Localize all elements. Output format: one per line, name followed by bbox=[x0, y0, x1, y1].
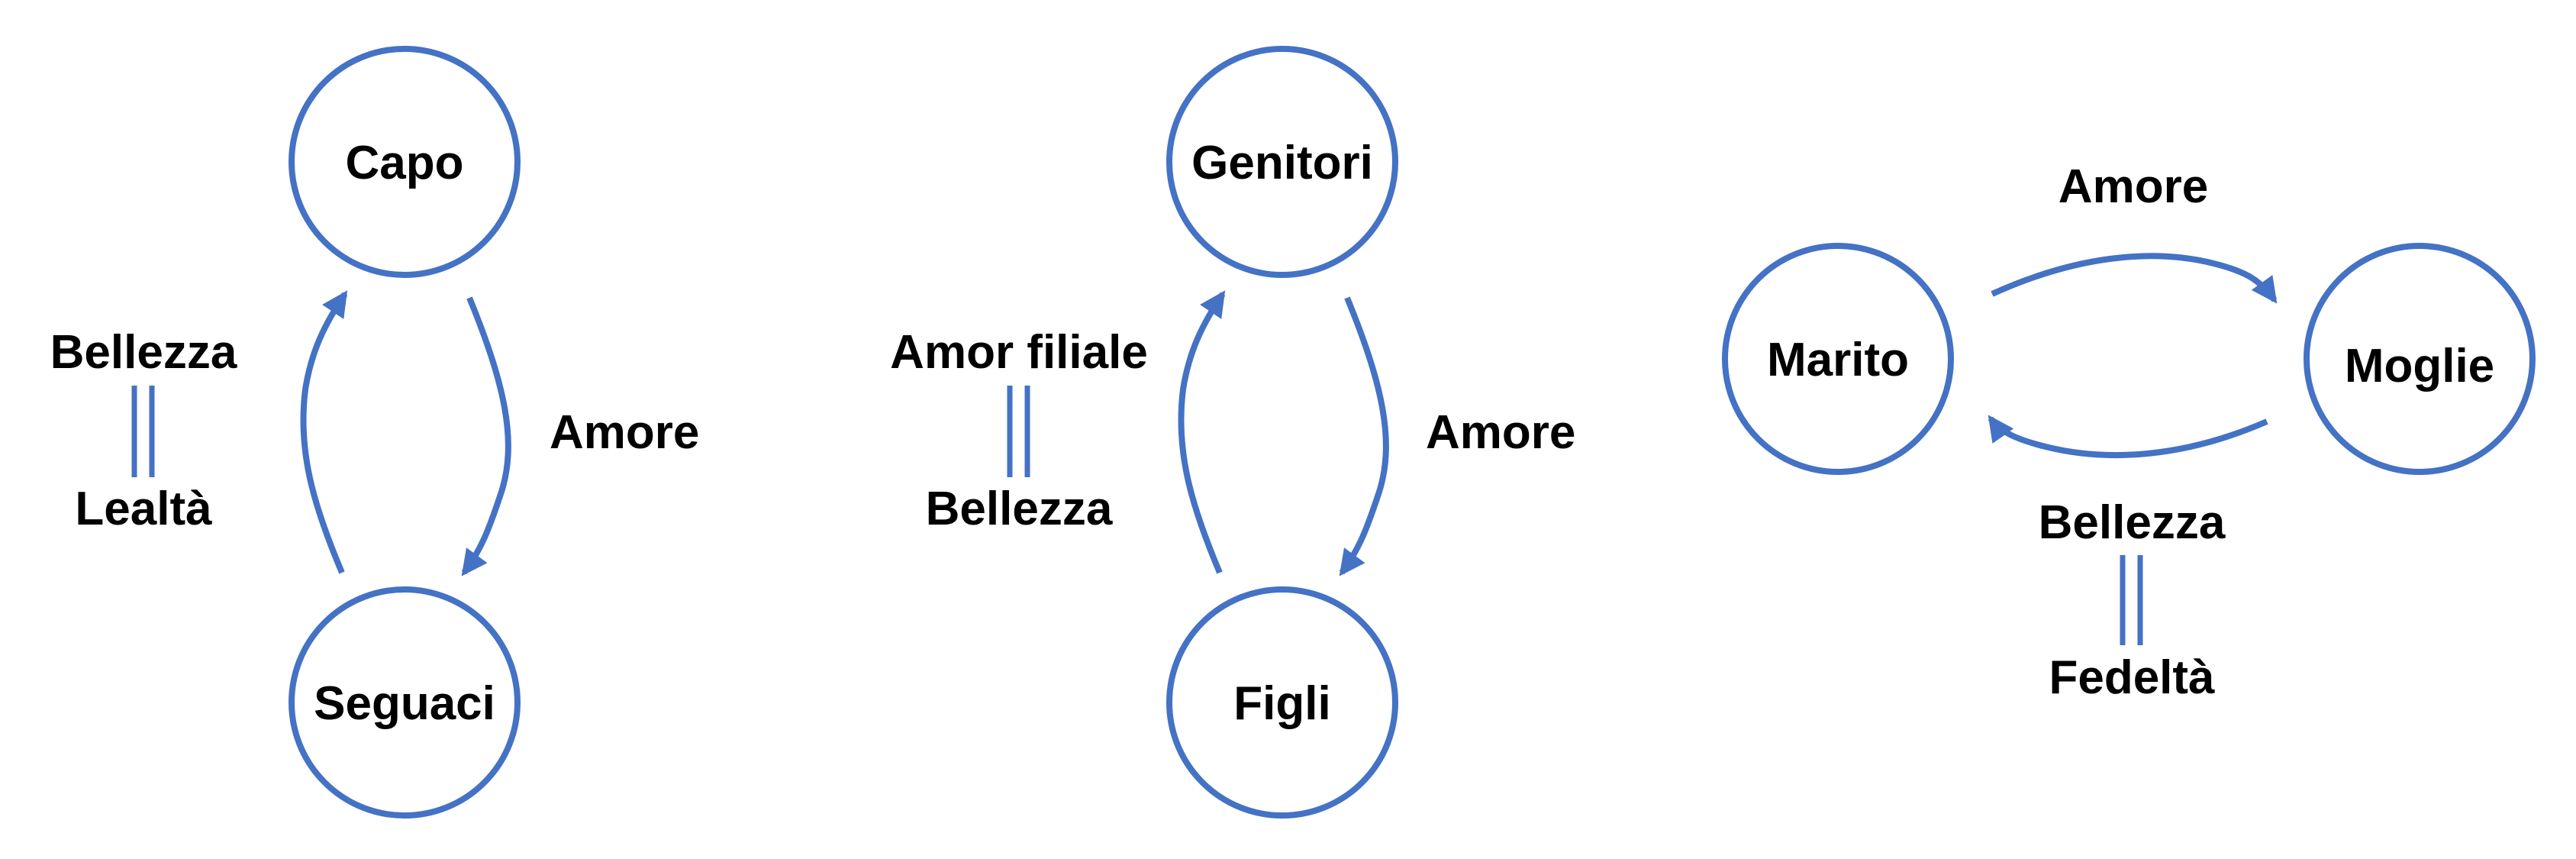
arrow-figli-to-genitori bbox=[1178, 290, 1226, 574]
equation-top-label: Bellezza bbox=[50, 326, 237, 379]
node-label-capo: Capo bbox=[346, 137, 464, 189]
arrow-label-amore: Amore bbox=[1426, 406, 1575, 459]
node-circle-figli bbox=[1166, 586, 1398, 819]
node-circle-seguaci bbox=[289, 586, 521, 819]
node-label-seguaci: Seguaci bbox=[314, 677, 495, 730]
equation-bottom-label: Bellezza bbox=[926, 483, 1113, 535]
node-circle-moglie bbox=[2304, 243, 2536, 475]
node-label-genitori: Genitori bbox=[1191, 137, 1373, 189]
node-circle-capo bbox=[289, 46, 521, 278]
node-label-marito: Marito bbox=[1767, 334, 1909, 386]
node-circle-genitori bbox=[1166, 46, 1398, 278]
arrow-marito-to-moglie bbox=[1991, 253, 2278, 304]
arrow-label-amore: Amore bbox=[550, 406, 699, 459]
arrow-label-amore: Amore bbox=[2059, 160, 2208, 213]
node-circle-marito bbox=[1722, 243, 1954, 475]
arrow-moglie-to-marito bbox=[1988, 415, 2268, 458]
group-capo-seguaci: Capo Seguaci Amore Bellezza Lealtà bbox=[50, 46, 699, 819]
equation-top-label: Bellezza bbox=[2039, 496, 2226, 549]
arrow-genitori-to-figli bbox=[1339, 296, 1389, 576]
node-label-figli: Figli bbox=[1233, 677, 1330, 730]
arrow-capo-to-seguaci bbox=[461, 296, 511, 576]
group-genitori-figli: Genitori Figli Amore Amor filiale Bellez… bbox=[890, 46, 1575, 819]
arrow-seguaci-to-capo bbox=[300, 290, 348, 574]
equation-bottom-label: Lealtà bbox=[75, 483, 212, 535]
equation-top-label: Amor filiale bbox=[890, 326, 1148, 379]
node-label-moglie: Moglie bbox=[2345, 340, 2494, 392]
group-marito-moglie: Marito Moglie Amore Bellezza Fedeltà bbox=[1722, 160, 2536, 704]
equation-bottom-label: Fedeltà bbox=[2049, 651, 2215, 704]
